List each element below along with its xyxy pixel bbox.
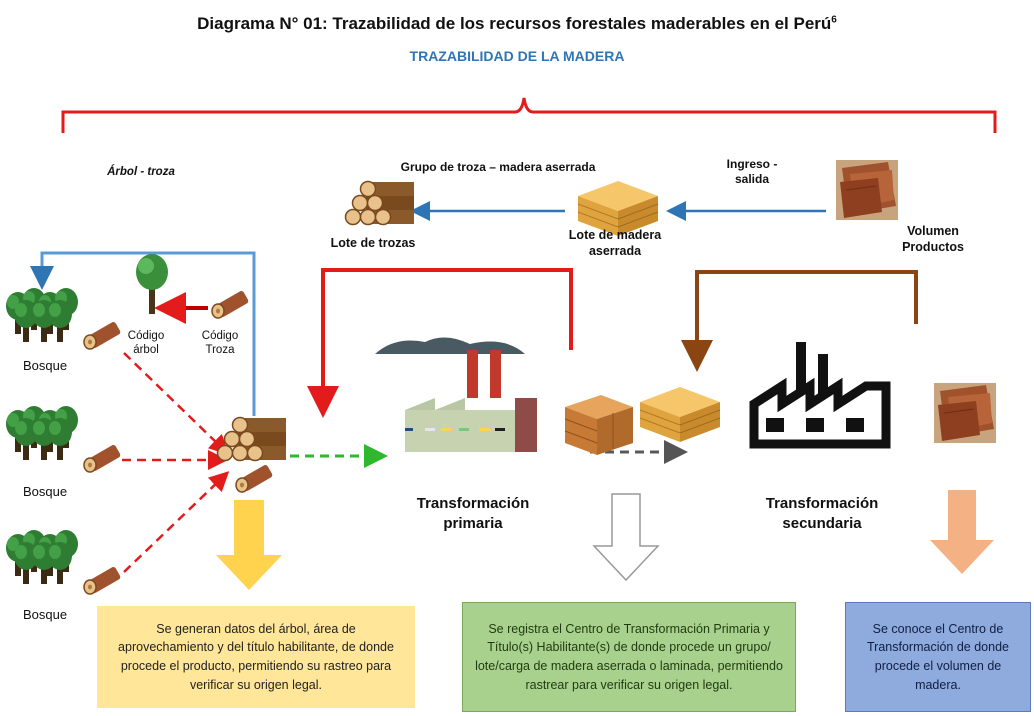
label-lote-trozas: Lote de trozas (330, 236, 416, 250)
sawmill-factory-icon (375, 337, 537, 452)
diagram-subtitle: TRAZABILIDAD DE LA MADERA (409, 48, 625, 64)
wood-block-icon (564, 395, 633, 455)
arrow-logpile-to-forest (30, 251, 256, 416)
lumber-stack-icon (639, 386, 721, 443)
log-pile-icon (344, 180, 415, 226)
label-bosque-2: Bosque (22, 484, 68, 499)
down-arrow-orange (930, 490, 994, 574)
arrow-products-to-secondary (681, 270, 918, 372)
forest-icon (6, 530, 78, 584)
down-arrow-yellow (216, 500, 282, 590)
wood-boards-icon (835, 159, 899, 221)
label-bosque-3: Bosque (22, 607, 68, 622)
info-box-secondary: Se conoce el Centro de Transformación de… (845, 602, 1031, 712)
label-grupo-troza: Grupo de troza – madera aserrada (400, 160, 596, 174)
log-icon (83, 565, 123, 595)
log-icon (235, 463, 275, 493)
factory-icon (736, 334, 904, 464)
log-icon (83, 320, 123, 350)
info-box-tree-data: Se generan datos del árbol, área de apro… (97, 606, 415, 708)
forest-icon (6, 288, 78, 342)
label-ingreso-salida: Ingreso -salida (726, 157, 778, 186)
label-bosque-1: Bosque (22, 358, 68, 373)
dashed-arrow-forest3 (123, 471, 230, 573)
log-icon (83, 443, 123, 473)
forest-icon (6, 406, 78, 460)
wood-boards-icon (933, 382, 997, 444)
label-arbol-troza: Árbol - troza (107, 166, 175, 178)
top-bracket (61, 97, 997, 133)
down-arrow-white (592, 493, 660, 582)
info-box-primary: Se registra el Centro de Transformación … (462, 602, 796, 712)
tree-icon (136, 254, 168, 314)
log-pile-icon (216, 416, 287, 462)
log-icon (211, 289, 251, 319)
dashed-arrow-forest1 (123, 352, 230, 455)
arrow-lumber-to-primary (307, 268, 573, 418)
diagram-title: Diagrama N° 01: Trazabilidad de los recu… (197, 14, 837, 33)
